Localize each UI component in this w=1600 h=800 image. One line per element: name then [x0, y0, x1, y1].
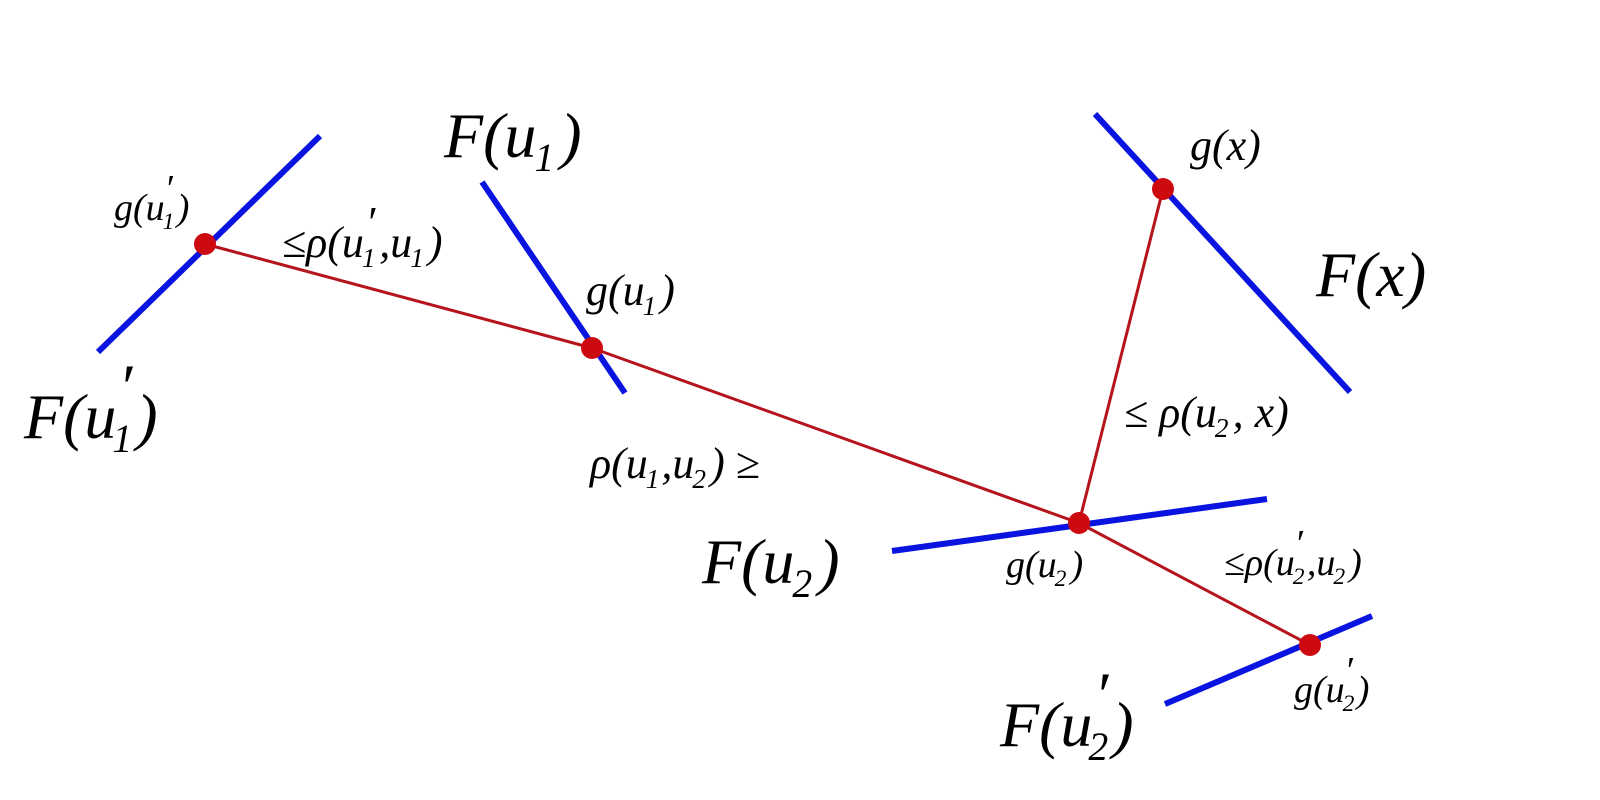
- label-g-u1-prime: g(u1′): [114, 168, 189, 235]
- point-g-x: [1152, 178, 1174, 200]
- edge-u2-x: [1077, 188, 1165, 524]
- label-g-x: g(x): [1190, 121, 1261, 170]
- label-F-u1: F(u1): [443, 100, 582, 180]
- fiber-F-u1: [479, 180, 628, 395]
- fiber-F-u2-prime: [1163, 613, 1374, 707]
- point-g-u1-prime: [194, 233, 216, 255]
- edge-u2-u2prime: [1078, 521, 1311, 647]
- label-g-u2-prime: g(u2′): [1294, 650, 1369, 717]
- label-F-u1-prime: F(u1′): [23, 351, 158, 461]
- label-rho-u2-x: ≤ ρ(u2, x): [1124, 388, 1289, 443]
- edge-u1-u2: [591, 346, 1080, 525]
- fiber-F-x: [1092, 111, 1353, 395]
- label-g-u1: g(u1): [586, 266, 675, 321]
- label-rho-u2prime-u2: ≤ρ(u2′,u2): [1224, 523, 1362, 590]
- point-g-u1: [581, 337, 603, 359]
- label-F-u2: F(u2): [701, 526, 840, 606]
- label-rho-u1prime-u1: ≤ρ(u1′,u1): [282, 198, 442, 273]
- label-rho-u1-u2: ρ(u1,u2) ≥: [588, 439, 760, 494]
- label-g-u2: g(u2): [1006, 544, 1083, 592]
- point-g-u2-prime: [1299, 634, 1321, 656]
- edge-u1prime-u1: [204, 242, 593, 350]
- label-F-x: F(x): [1315, 239, 1426, 310]
- point-g-u2: [1068, 512, 1090, 534]
- label-F-u2-prime: F(u2′): [999, 659, 1134, 769]
